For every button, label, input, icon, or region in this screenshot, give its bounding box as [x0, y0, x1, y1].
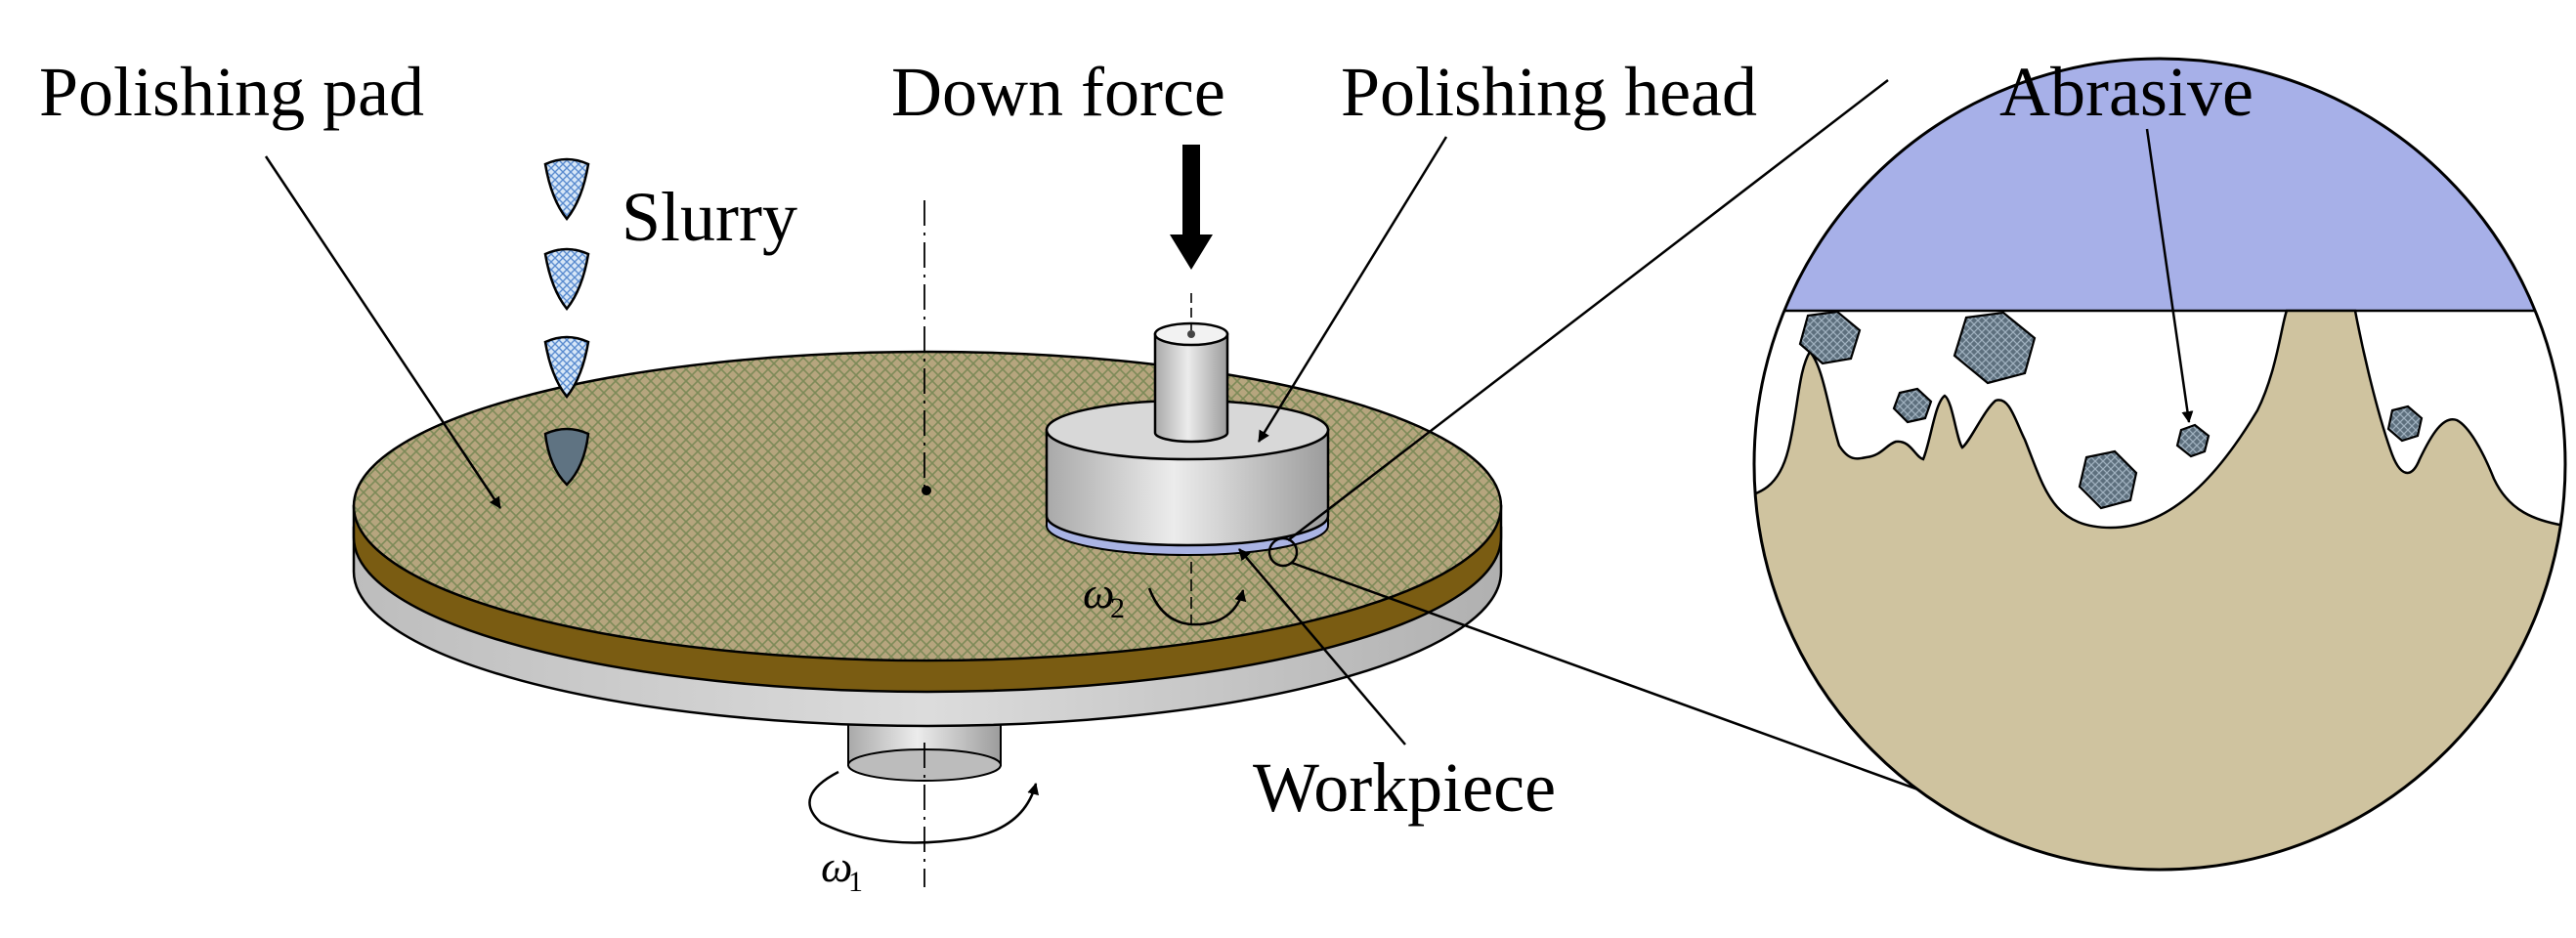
- droplet-icon: [543, 427, 590, 487]
- slurry-droplets: [543, 157, 590, 487]
- abrasive-particles: [1798, 310, 2424, 510]
- abrasive-particle: [2175, 423, 2211, 458]
- omega1-label: ω 1: [821, 841, 863, 898]
- abrasive-leader: [2145, 128, 2194, 423]
- leader-lines: [264, 136, 1448, 746]
- platen-axis: [922, 200, 931, 887]
- magnified-view: [1754, 59, 2565, 870]
- head-shaft: [1153, 293, 1229, 444]
- workpiece-label: Workpiece: [1253, 748, 1556, 827]
- slurry-label: Slurry: [622, 178, 797, 256]
- magnifier-connectors: [1267, 79, 1995, 819]
- polishing-head-label: Polishing head: [1341, 53, 1757, 131]
- pad-asperity-profile: [1754, 309, 2565, 870]
- svg-text:2: 2: [1110, 592, 1125, 624]
- droplet-icon: [543, 247, 590, 312]
- svg-text:ω: ω: [821, 841, 852, 891]
- svg-text:ω: ω: [1083, 568, 1114, 618]
- svg-text:1: 1: [848, 866, 863, 898]
- abrasive-particle: [2386, 405, 2424, 443]
- down-force-arrow-icon: [1170, 145, 1213, 270]
- droplet-icon: [543, 335, 590, 400]
- abrasive-particle: [1798, 310, 1862, 365]
- omega2-rotation-icon: [1147, 587, 1247, 626]
- abrasive-particle: [1953, 311, 2037, 385]
- omega2-label: ω 2: [1083, 568, 1125, 624]
- droplet-icon: [543, 157, 590, 222]
- down-force-label: Down force: [891, 53, 1225, 131]
- polishing-pad-label: Polishing pad: [39, 53, 424, 131]
- abrasive-particle: [2078, 449, 2138, 510]
- abrasive-particle: [1892, 387, 1933, 424]
- omega1-rotation-icon: [808, 770, 1040, 844]
- abrasive-label: Abrasive: [1999, 53, 2254, 131]
- magnified-view-border: [1752, 57, 2567, 872]
